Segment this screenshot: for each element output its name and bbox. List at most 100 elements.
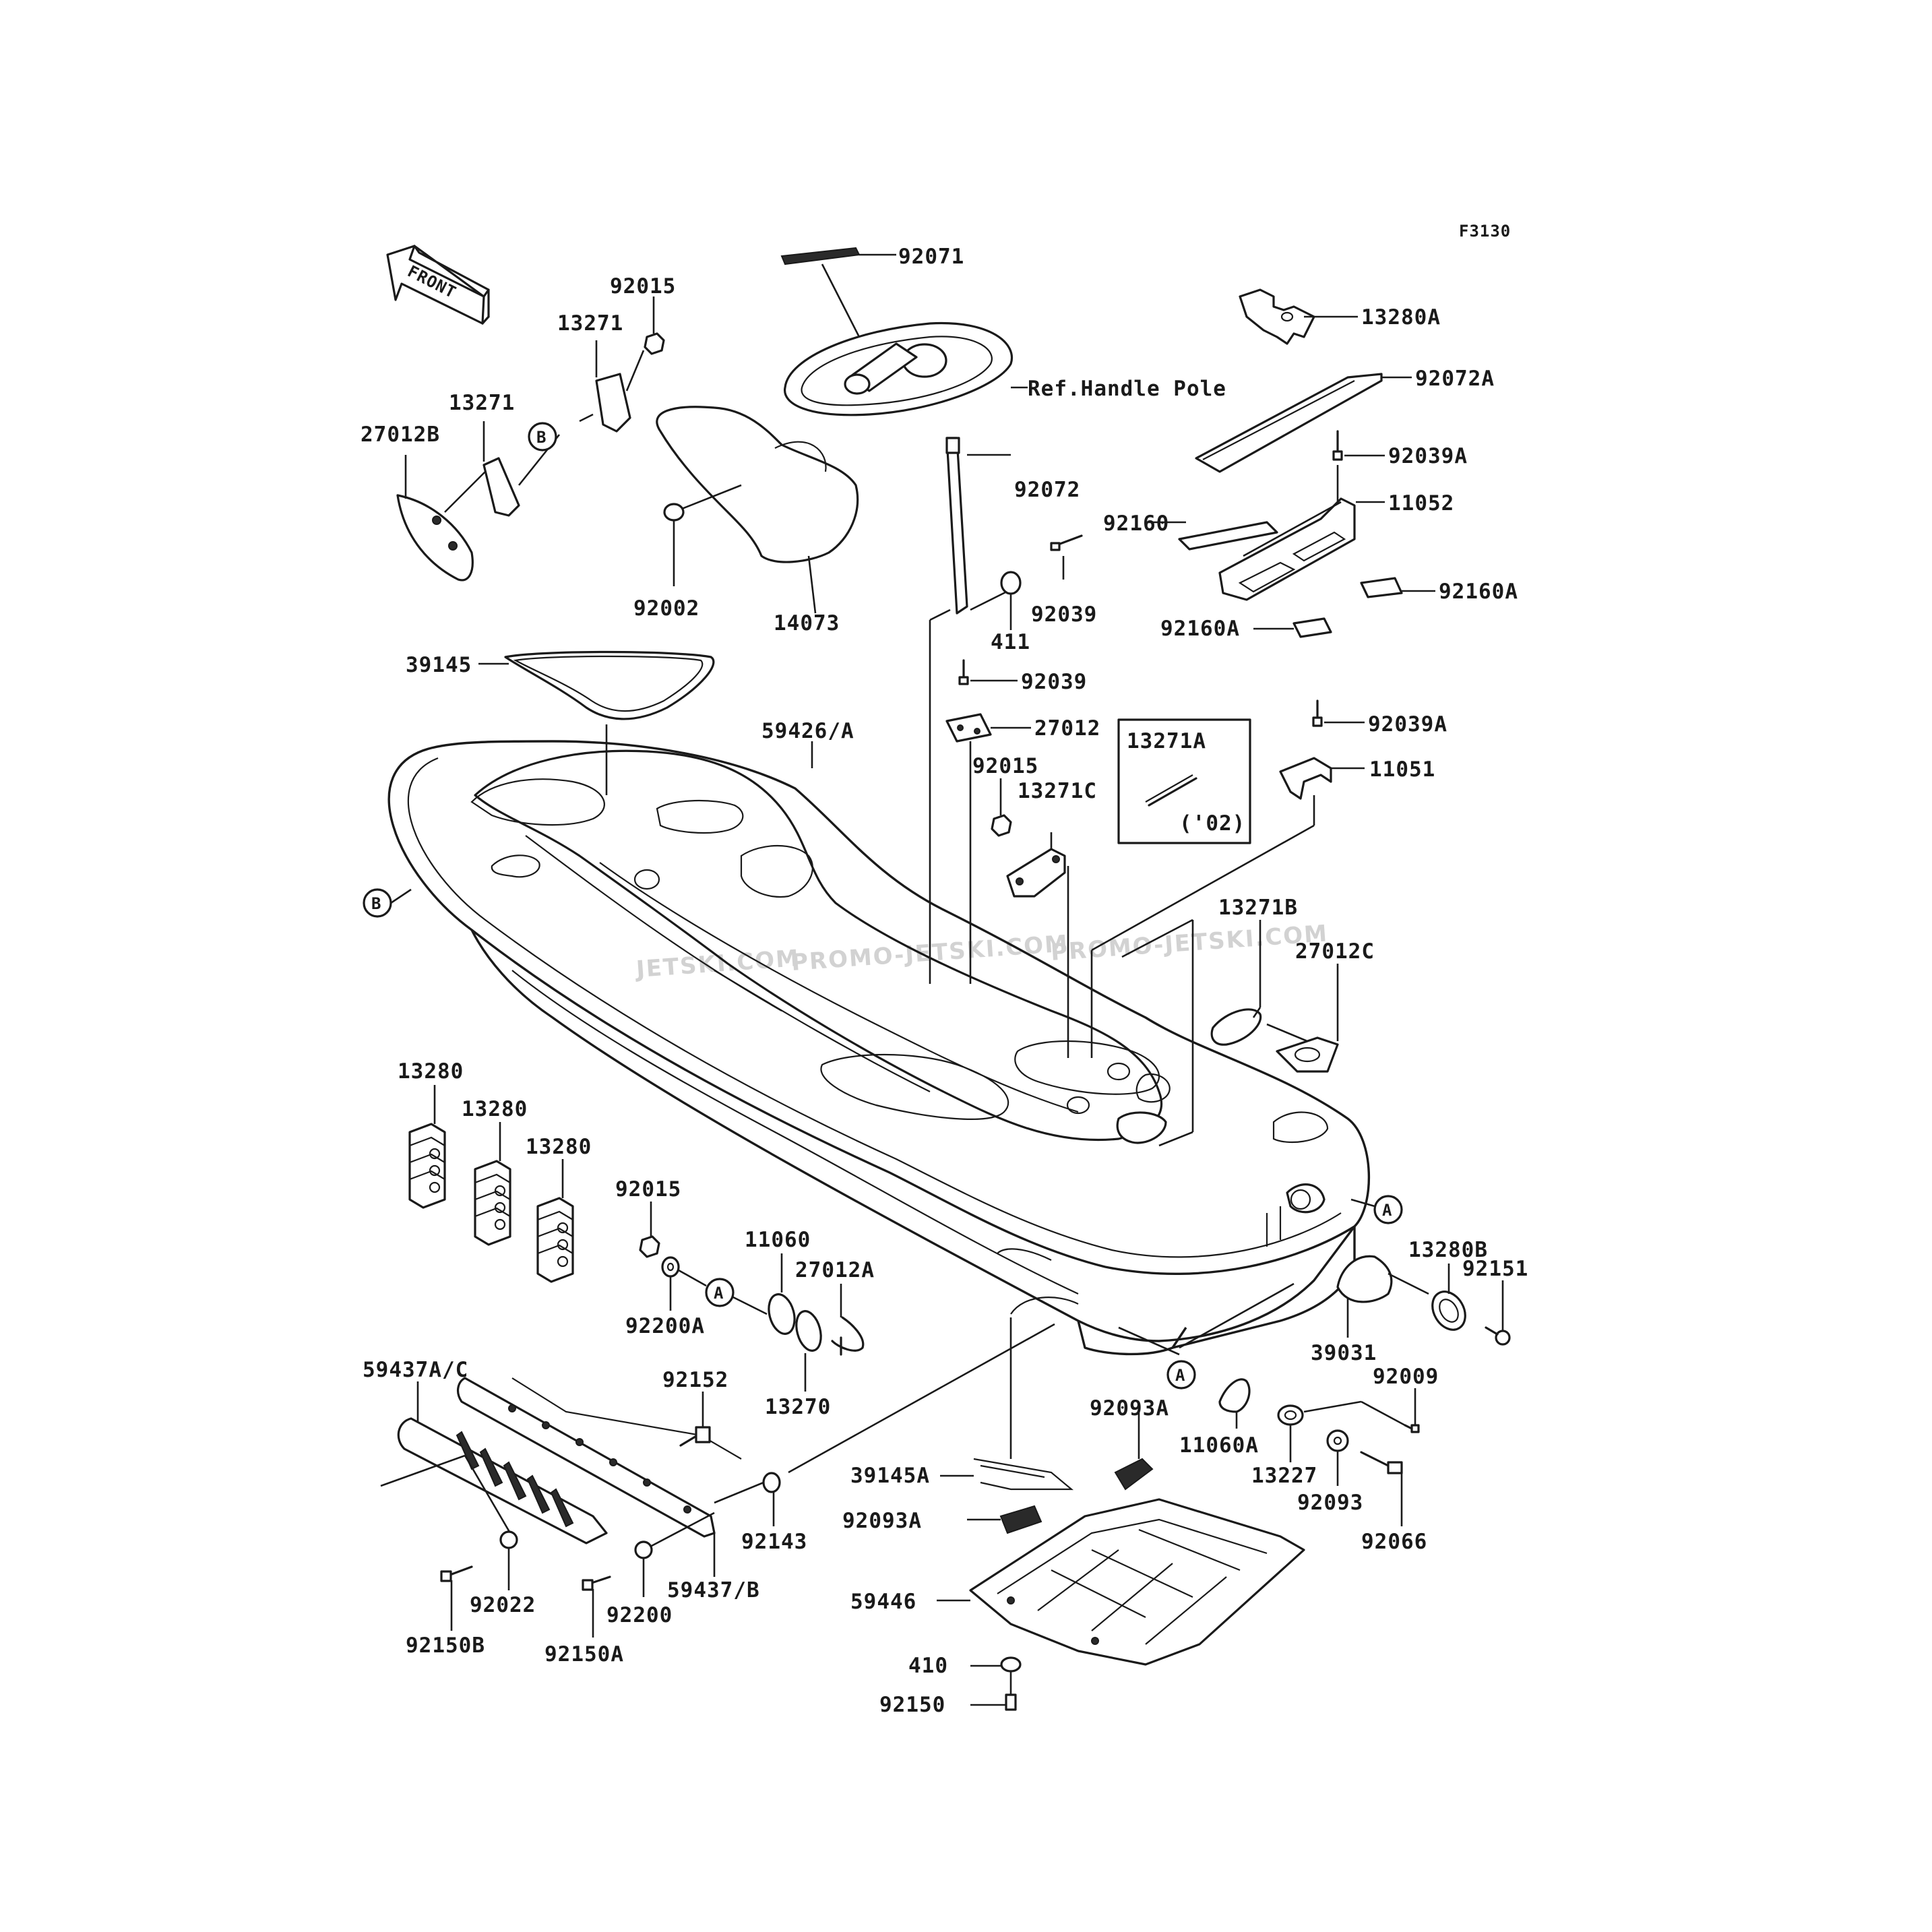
part-59446-plate: [937, 1498, 1305, 1666]
part-13271c-plate: [1006, 832, 1069, 1058]
part-label: 92039: [1031, 602, 1097, 627]
part-27012-plate: [945, 713, 1031, 984]
part-label: 92093A: [842, 1509, 922, 1533]
part-11052-bracket: [1218, 497, 1385, 601]
part-11060a-cover: [1218, 1378, 1251, 1429]
part-label: 92093A: [1090, 1396, 1169, 1421]
part-label: 39145A: [850, 1464, 930, 1488]
part-13271-plates: [482, 340, 645, 517]
part-92143-spacer: [714, 1472, 781, 1526]
part-label: 410: [908, 1654, 948, 1678]
part-label: 27012: [1034, 716, 1100, 741]
part-39145a-seal: [940, 1458, 1074, 1491]
callout-a-left: A: [705, 1278, 768, 1315]
part-92150a-bolt: [582, 1576, 611, 1638]
part-59437ac-sponson: [380, 1381, 608, 1545]
part-92039a-pin-2: [1312, 699, 1365, 727]
part-92150-bolt: [970, 1671, 1017, 1711]
part-label: 13271: [557, 311, 623, 336]
part-label: Ref.Handle Pole: [1028, 377, 1226, 401]
part-11051-bracket: [1090, 757, 1365, 1058]
part-13280-clamp-2: [474, 1122, 511, 1246]
part-13280a-clip: [1239, 288, 1358, 345]
part-label: 92039: [1021, 670, 1087, 694]
inset-part-label: 13271A: [1127, 729, 1206, 753]
part-label: 11051: [1369, 757, 1435, 782]
part-label: 92152: [662, 1368, 728, 1392]
part-92093a-pad-2: [967, 1505, 1042, 1534]
part-92022-washer: [499, 1530, 518, 1590]
part-39145-gasket: [478, 650, 715, 795]
callout-b-top: B: [528, 422, 557, 451]
part-27012b-cover: [396, 455, 486, 582]
part-label: 13227: [1251, 1464, 1317, 1488]
part-label: 11060A: [1179, 1433, 1259, 1458]
part-label: 13280B: [1408, 1238, 1488, 1262]
svg-text:A: A: [714, 1284, 724, 1303]
part-label: 92071: [898, 245, 964, 269]
part-label: 92143: [741, 1530, 807, 1554]
part-13270-cover: [795, 1310, 822, 1392]
part-92015-nut-top: [644, 297, 665, 355]
part-92072a-strap: [1195, 373, 1412, 473]
front-arrow-icon: FRONT: [386, 245, 490, 325]
part-92002-bolt: [663, 484, 742, 586]
part-label: 27012C: [1295, 939, 1375, 964]
part-13280b-ring: [1431, 1264, 1466, 1331]
callout-b-left: B: [363, 888, 412, 918]
part-13227-fitting: [1277, 1400, 1406, 1462]
part-label: 92151: [1462, 1257, 1528, 1281]
part-label: 27012A: [795, 1258, 875, 1282]
inset-13271a: 13271A ('02): [1117, 718, 1251, 844]
hull-leaders: [788, 1282, 1295, 1474]
part-92015-nut-low: [639, 1202, 660, 1258]
part-92160-pad: [1146, 521, 1278, 551]
part-27012c-cover: [1266, 964, 1339, 1073]
part-label: 59437/B: [667, 1578, 760, 1602]
part-13280-clamp-3: [536, 1159, 574, 1283]
part-label: 92160: [1103, 511, 1169, 536]
part-label: 13271: [449, 391, 515, 415]
part-39031-cap: [1336, 1255, 1429, 1338]
part-92009-screw: [1404, 1388, 1420, 1433]
part-27012a-clip: [831, 1284, 865, 1356]
part-13280-clamp-1: [408, 1085, 446, 1209]
part-label: 13280: [526, 1135, 592, 1159]
part-92200-washer: [634, 1512, 715, 1597]
part-92071-pad: [780, 247, 896, 338]
part-92015-nut-mid: [991, 778, 1012, 837]
part-92150b-bolt: [440, 1565, 473, 1631]
part-label: 27012B: [361, 423, 440, 447]
part-92072-strap: [929, 437, 1011, 984]
svg-text:A: A: [1382, 1201, 1392, 1220]
part-label: 39145: [406, 653, 472, 677]
part-label: 92002: [633, 596, 699, 621]
part-label: 92200A: [625, 1314, 705, 1338]
part-11060-plate: [768, 1253, 796, 1335]
part-label: 59446: [850, 1590, 916, 1614]
part-label: 92093: [1297, 1491, 1363, 1515]
part-label: 13280: [398, 1059, 464, 1084]
part-label: 59437A/C: [363, 1358, 468, 1382]
svg-text:B: B: [536, 428, 547, 447]
part-label: 39031: [1311, 1341, 1377, 1365]
part-label: 92160A: [1439, 580, 1518, 604]
part-410-washer: [970, 1656, 1022, 1673]
part-label: 13270: [765, 1395, 831, 1419]
part-14073-tube: [656, 406, 859, 614]
part-92093a-pad: [1114, 1408, 1154, 1491]
part-label: 92066: [1361, 1530, 1427, 1554]
part-label: 92072: [1014, 478, 1080, 502]
svg-text:A: A: [1175, 1366, 1185, 1385]
part-label: 14073: [774, 611, 840, 635]
part-92039-pin: [1050, 534, 1083, 580]
part-92039-pin-2: [958, 659, 1018, 685]
part-label: 13271C: [1018, 779, 1097, 803]
part-label: 92015: [615, 1177, 681, 1202]
part-13271b-plate: [1210, 920, 1262, 1046]
figure-code: F3130: [1459, 222, 1511, 241]
part-label: 11060: [745, 1228, 811, 1252]
part-labels: 92071 13280A 92015 13271 Ref.Handle Pole…: [361, 245, 1528, 1717]
